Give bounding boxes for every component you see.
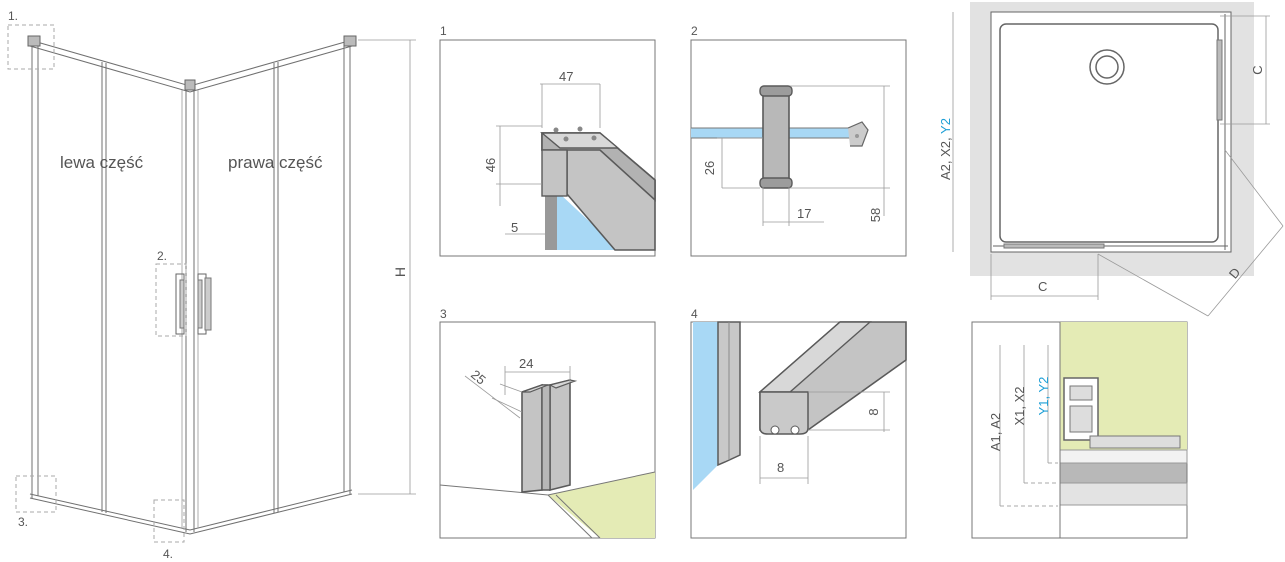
detail-3-dim-24: 24 — [519, 356, 533, 371]
section-label-y1-y2: Y1, Y2 — [1036, 377, 1051, 416]
plan-height-label-blue: Y2 — [938, 118, 953, 134]
detail-2-number: 2 — [691, 24, 698, 38]
callout-box-3 — [15, 475, 57, 513]
height-label: H — [392, 267, 408, 277]
detail-1-panel — [439, 39, 656, 257]
detail-4-dim-8-vertical: 8 — [866, 408, 881, 415]
detail-1-dim-46: 46 — [483, 158, 498, 172]
callout-label-1: 1. — [8, 9, 18, 23]
detail-1-number: 1 — [440, 24, 447, 38]
plan-height-label: A2, X2, Y2 — [938, 118, 953, 180]
right-part-label: prawa część — [228, 153, 323, 172]
section-label-x1-x2: X1, X2 — [1012, 386, 1027, 425]
detail-4-number: 4 — [691, 307, 698, 321]
section-label-a1-a2: A1, A2 — [988, 413, 1003, 451]
plan-view — [952, 2, 1284, 317]
callout-label-4: 4. — [163, 547, 173, 561]
detail-2-dim-26: 26 — [702, 161, 717, 175]
detail-3-number: 3 — [440, 307, 447, 321]
detail-3-panel — [439, 321, 656, 539]
detail-2-panel — [690, 39, 907, 257]
plan-dim-c-vertical: C — [1250, 65, 1265, 74]
detail-4-panel — [690, 321, 907, 539]
detail-4-dim-8-horizontal: 8 — [777, 460, 784, 475]
callout-box-1 — [7, 24, 55, 70]
enclosure-drawing — [7, 24, 416, 543]
plan-height-label-black: A2, X2, — [938, 137, 953, 180]
left-part-label: lewa część — [60, 153, 144, 172]
callout-box-4 — [153, 499, 185, 543]
detail-1-dim-47: 47 — [559, 69, 573, 84]
section-view — [971, 321, 1188, 539]
plan-dim-c-horizontal: C — [1038, 279, 1047, 294]
detail-1-dim-5: 5 — [511, 220, 518, 235]
callout-label-3: 3. — [18, 515, 28, 529]
callout-label-2: 2. — [157, 249, 167, 263]
callout-box-2 — [155, 263, 187, 337]
detail-2-dim-58: 58 — [868, 208, 883, 222]
detail-2-dim-17: 17 — [797, 206, 811, 221]
